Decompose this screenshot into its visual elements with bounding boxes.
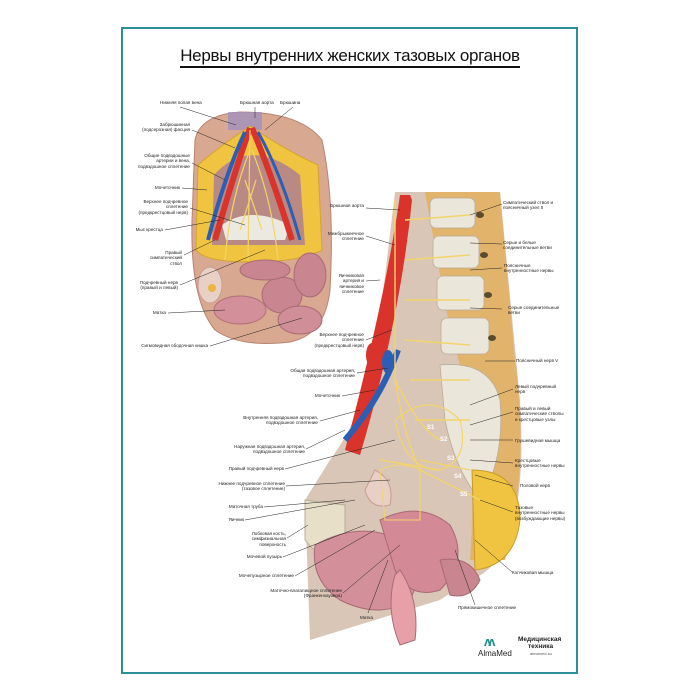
label-retroperitoneal-fascia: Забрюшинная (подсерозная) фасция [142,122,190,133]
label-sympathetic-trunks-sacral-ganglia: Правый и левый симпатические стволы и кр… [515,406,564,422]
label-superior-hypogastric-right-fig: Верхнее подчревное сплетение (предкрестц… [314,332,364,348]
label-inferior-hypogastric-plexus: Нижнее подчревное сплетение (тазовое спл… [218,481,286,492]
label-bladder: Мочевой пузырь [246,554,282,559]
sacral-marker-s4: S4 [454,474,462,480]
label-sacral-splanchnic-nerves: Крестцовые внутренностные нервы [515,458,565,469]
logo-brand: AlmaMed [478,649,512,658]
label-intermesenteric-plexus: Межбрыжеечное сплетение [327,231,364,242]
label-rectal-plexus: Прямокишечное сплетение [458,605,517,610]
poster-title: Нервы внутренних женских тазовых органов [150,46,550,68]
label-abdominal-aorta: Брюшная аорта [240,100,274,105]
sacral-marker-s1: S1 [427,425,435,431]
label-right-hypogastric-nerve: Правый подчревный нерв [228,466,284,471]
logo-line2: техника [528,643,554,650]
sacral-marker-s3: S3 [447,456,455,462]
label-ureter-right-fig: Мочеточник [314,393,340,398]
left-anatomy-figure [191,111,332,344]
label-common-iliac: Общие подвздошные артерии и вена, подвзд… [138,153,190,169]
label-uterus-left-fig: Матка [152,310,166,315]
almamed-logo-icon: ʌʌ [484,634,496,649]
label-sacral-promontory: Мыс крестца [135,227,163,232]
label-internal-iliac-artery: Внутренняя подвздошная артерия, подвздош… [243,415,318,426]
label-pudendal-nerve: Половой нерв [520,483,550,488]
leader-lines [164,106,515,614]
label-external-iliac-artery: Наружная подвздошная артерия, подвздошно… [234,444,305,455]
label-left-hypogastric-nerve: Левый подчревный нерв [515,384,557,395]
label-uterovaginal-plexus: Маточно-влагалищное сплетение (Франкенха… [270,588,342,599]
logo-line1: Медицинская [518,636,562,643]
label-pubic-bone: Лобковая кость, симфизиальная поверхност… [251,531,286,547]
label-ovary: Яичник [228,517,244,522]
label-peritoneum: Брюшина [280,100,301,105]
logo-site: almamed.su [530,651,552,656]
label-sigmoid-colon: Сигмовидная ободочная кишка [141,343,208,348]
label-pelvic-splanchnic-nerves: Тазовые внутренностные нервы (возбуждающ… [515,505,566,521]
right-anatomy-figure [304,192,522,646]
label-common-iliac-artery: Общая подвздошная артерия, подвздошное с… [290,368,355,379]
label-inferior-vena-cava: Нижняя полая вена [160,100,202,105]
label-vesical-plexus: Мочепузырное сплетение [238,573,294,578]
label-lumbar-splanchnic-nerves: Поясничные внутренностные нервы [504,263,554,274]
label-ureter-left-fig: Мочеточник [154,185,180,190]
label-right-sympathetic-trunk: Правый симпатический ствол [149,250,182,266]
label-hypogastric-nerve: Подчревный нерв (правый и левый) [139,280,178,291]
label-superior-hypogastric-left-fig: Верхнее подчревное сплетение (предкрестц… [138,199,188,215]
label-uterus-right-fig: Матка [360,615,374,620]
sacral-marker-s2: S2 [440,437,448,443]
label-abdominal-aorta-right-fig: Брюшная аорта [330,203,364,208]
almamed-logo: ʌʌ AlmaMed Медицинская техника almamed.s… [470,634,580,664]
label-gray-rami: Серые соединительные ветви [508,305,560,316]
label-gray-white-rami: Серые и белые соединительные ветви [503,240,552,251]
label-coccygeus: Копчиковая мышца [512,570,554,575]
label-ovarian-artery-plexus: Яичниковая артерия и яичниковое сплетени… [338,273,364,295]
label-piriformis: Грушевидная мышца [515,438,561,443]
sacral-marker-s5: S5 [460,492,468,498]
label-sympathetic-trunk-lumbar-ganglion: Симпатический ствол и поясничный узел II [503,200,554,211]
label-lumbar-nerve-v: Поясничный нерв V [516,358,559,363]
label-fallopian-tube: Маточная труба [228,504,263,509]
